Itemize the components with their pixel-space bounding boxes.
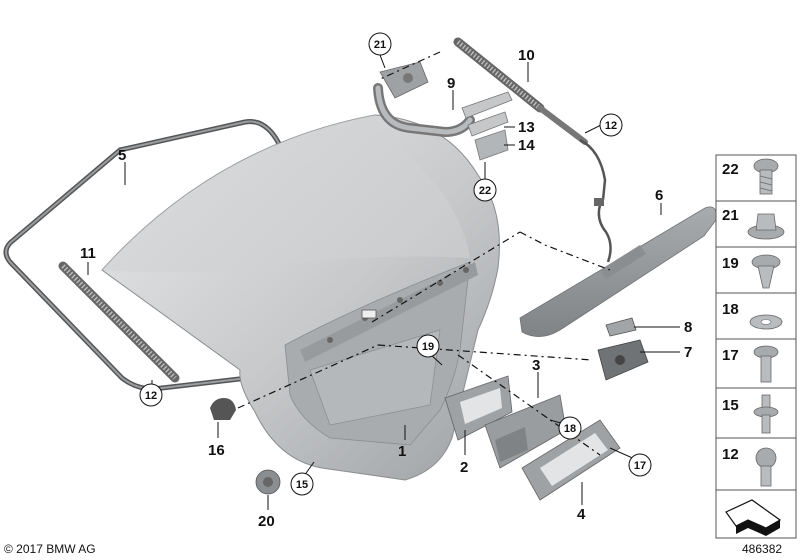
fastener-cell-12 bbox=[715, 437, 797, 491]
panel-label-12: 12 bbox=[722, 446, 739, 463]
panel-label-21: 21 bbox=[722, 207, 739, 224]
lock-cylinder-part bbox=[255, 469, 281, 495]
panel-label-19: 19 bbox=[722, 255, 739, 272]
fastener-cell-19 bbox=[715, 246, 797, 294]
label-7: 7 bbox=[684, 344, 692, 361]
label-2: 2 bbox=[460, 459, 468, 476]
label-1: 1 bbox=[398, 443, 406, 460]
label-12-top: 12 bbox=[605, 120, 617, 132]
label-13: 13 bbox=[518, 119, 535, 136]
stud-12-icon bbox=[755, 447, 777, 487]
label-20: 20 bbox=[258, 513, 275, 530]
callout-15: 15 bbox=[290, 472, 314, 496]
gas-spring-right bbox=[453, 37, 588, 145]
trunk-hinge bbox=[373, 61, 475, 138]
nut-21-icon bbox=[747, 213, 785, 240]
panel-label-15: 15 bbox=[722, 397, 739, 414]
panel-label-18: 18 bbox=[722, 301, 739, 318]
license-plate-bracket-middle bbox=[484, 394, 567, 469]
label-9: 9 bbox=[447, 75, 455, 92]
callout-17: 17 bbox=[628, 453, 652, 477]
license-plate-bracket-inner bbox=[444, 375, 513, 441]
bolt-17-icon bbox=[753, 345, 779, 383]
hinge-reinforcement-plates bbox=[461, 91, 513, 161]
callout-19: 19 bbox=[416, 334, 440, 358]
label-6: 6 bbox=[655, 187, 663, 204]
trim-panel bbox=[519, 206, 717, 337]
label-18: 18 bbox=[564, 423, 576, 435]
gas-spring-left bbox=[58, 261, 180, 383]
label-17: 17 bbox=[634, 460, 646, 472]
clip-19-icon bbox=[751, 254, 781, 289]
fastener-cell-17 bbox=[715, 338, 797, 389]
callout-22: 22 bbox=[473, 178, 497, 202]
label-19: 19 bbox=[422, 341, 434, 353]
callout-18: 18 bbox=[558, 416, 582, 440]
rubber-buffer bbox=[210, 398, 236, 420]
label-14: 14 bbox=[518, 137, 535, 154]
label-21: 21 bbox=[374, 39, 386, 51]
label-15: 15 bbox=[296, 479, 308, 491]
label-22: 22 bbox=[479, 185, 491, 197]
rivet-15-icon bbox=[753, 394, 779, 434]
label-4: 4 bbox=[577, 506, 586, 523]
fastener-panel: 22 21 19 18 17 15 12 bbox=[715, 154, 797, 539]
callout-12-left: 12 bbox=[139, 383, 163, 407]
fastener-cell-18 bbox=[715, 292, 797, 340]
label-3: 3 bbox=[532, 357, 540, 374]
panel-label-17: 17 bbox=[722, 347, 739, 364]
label-16: 16 bbox=[208, 442, 225, 459]
label-5: 5 bbox=[118, 147, 126, 164]
callout-21: 21 bbox=[368, 32, 392, 56]
copyright-text: © 2017 BMW AG bbox=[4, 542, 96, 556]
trunk-lid bbox=[101, 114, 500, 481]
wiring-cable bbox=[579, 138, 612, 263]
label-11: 11 bbox=[80, 245, 96, 262]
washer-18-icon bbox=[749, 314, 783, 330]
label-12-left: 12 bbox=[145, 390, 157, 402]
screw-22-icon bbox=[753, 158, 779, 195]
panel-label-22: 22 bbox=[722, 161, 739, 178]
label-10: 10 bbox=[518, 47, 535, 64]
diagram-id: 486382 bbox=[742, 542, 782, 556]
label-8: 8 bbox=[684, 319, 692, 336]
lock-assembly bbox=[597, 317, 649, 381]
callout-12-top: 12 bbox=[599, 113, 623, 137]
